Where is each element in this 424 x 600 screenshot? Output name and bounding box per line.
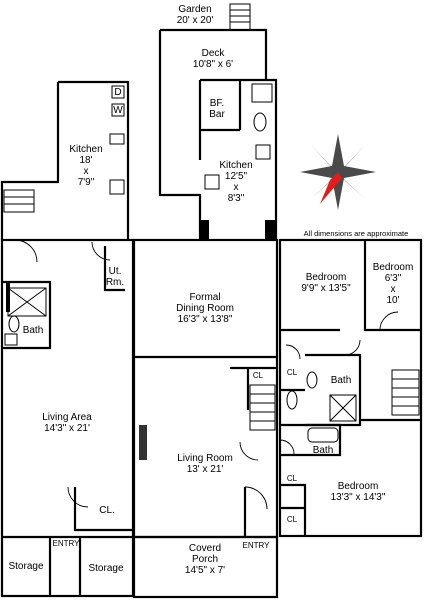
kitchen-sink-icon bbox=[109, 133, 125, 145]
mid-closet-label: CL bbox=[252, 371, 264, 380]
left-entry-label: ENTRY bbox=[52, 539, 80, 548]
toilet-icon bbox=[8, 315, 20, 333]
right-bath-2-walls bbox=[280, 423, 342, 457]
toilet-icon bbox=[286, 390, 298, 410]
left-kitchen-walls bbox=[58, 80, 130, 240]
door-swing bbox=[91, 241, 111, 261]
garden-wall bbox=[160, 28, 268, 80]
ut-room-label: Ut.Rm. bbox=[105, 266, 125, 288]
door-swing bbox=[67, 486, 89, 508]
right-unit-outline bbox=[278, 238, 423, 538]
door-swing bbox=[14, 239, 38, 263]
left-bath-label: Bath bbox=[22, 325, 44, 336]
washer-icon bbox=[111, 103, 125, 117]
door-swings bbox=[14, 239, 399, 510]
porch-outline bbox=[132, 535, 279, 599]
toilet-icon bbox=[253, 112, 267, 132]
right-bath-2-label: Bath bbox=[312, 445, 334, 456]
wall-chase bbox=[201, 220, 209, 240]
left-closet-walls bbox=[73, 487, 133, 532]
fireplace-icon bbox=[139, 425, 147, 460]
fixtures bbox=[4, 83, 357, 443]
mid-entry-label: ENTRY bbox=[242, 541, 270, 550]
left-stair bbox=[3, 189, 35, 213]
wall-chase bbox=[6, 282, 10, 312]
sink-icon bbox=[251, 83, 273, 103]
approximate-note: All dimensions are approximate bbox=[303, 229, 409, 238]
stove-icon bbox=[109, 179, 125, 195]
right-closet-1-label: CL bbox=[286, 368, 298, 377]
right-closet-2-label: CL bbox=[286, 474, 298, 483]
ut-room-walls bbox=[103, 246, 125, 292]
right-closets-walls bbox=[280, 483, 307, 536]
kitchen-sink-icon bbox=[255, 144, 271, 160]
wall-chase bbox=[265, 220, 275, 240]
compass-north-pointer bbox=[320, 172, 342, 204]
deck-left-wall bbox=[158, 30, 202, 240]
left-bath-walls bbox=[2, 280, 52, 350]
washer-label: W bbox=[113, 105, 123, 116]
bf-bar-label: BF.Bar bbox=[209, 98, 225, 120]
door-swing bbox=[279, 439, 295, 455]
right-bath-1-label: Bath bbox=[330, 375, 352, 386]
garden-stair bbox=[229, 3, 251, 31]
dryer-icon bbox=[111, 85, 125, 99]
right-storage-label: Storage bbox=[88, 563, 124, 574]
left-storage-label: Storage bbox=[8, 561, 44, 572]
mid-kitchen-walls bbox=[200, 78, 278, 240]
compass-rose-icon bbox=[300, 134, 376, 210]
left-back-walls bbox=[0, 82, 60, 240]
door-swing bbox=[285, 344, 301, 360]
dryer-label: D bbox=[114, 87, 122, 98]
door-swing bbox=[344, 339, 361, 356]
right-closet-3-label: CL bbox=[286, 515, 298, 524]
door-swing bbox=[244, 486, 268, 510]
door-swing bbox=[379, 311, 399, 331]
stove-icon bbox=[204, 174, 220, 190]
mid-stair bbox=[249, 384, 276, 431]
toilet-icon bbox=[306, 371, 318, 389]
door-swing bbox=[239, 441, 259, 461]
bedroom-2-walls bbox=[363, 240, 421, 332]
stairs bbox=[3, 3, 420, 431]
middle-unit-outline bbox=[132, 238, 279, 539]
sink-icon bbox=[4, 333, 18, 346]
right-stair bbox=[391, 369, 420, 416]
bathtub-icon bbox=[307, 427, 339, 443]
left-closet-label: CL. bbox=[99, 505, 115, 516]
